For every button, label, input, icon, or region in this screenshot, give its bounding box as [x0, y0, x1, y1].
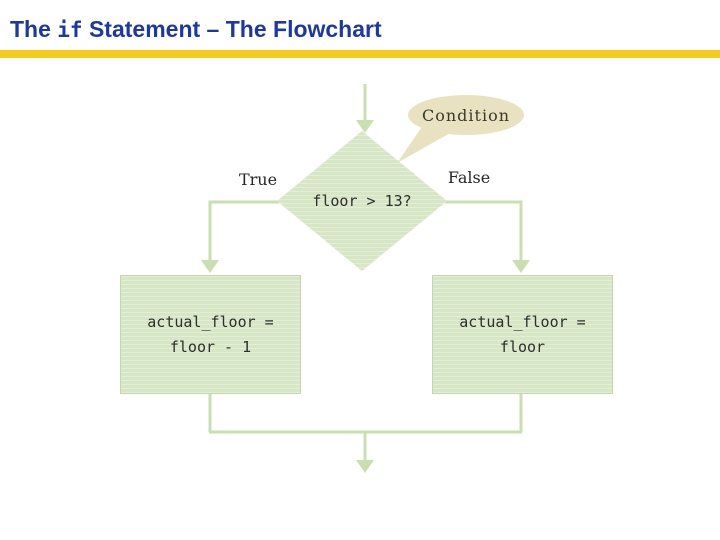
- page-title-prefix: The: [10, 16, 58, 42]
- page-title-keyword-if: if: [57, 18, 83, 42]
- false-branch-process-box: actual_floor = floor: [432, 275, 613, 394]
- false-branch-label: False: [447, 168, 491, 187]
- false-arrowhead: [512, 260, 530, 273]
- false-branch-process-label: actual_floor = floor: [459, 312, 586, 356]
- page-title-suffix: Statement – The Flowchart: [82, 16, 382, 42]
- exit-arrowhead: [356, 460, 374, 473]
- true-branch-process-box: actual_floor = floor - 1: [120, 275, 301, 394]
- condition-callout-label: Condition: [421, 105, 511, 125]
- true-branch-connector: [208, 200, 279, 261]
- true-branch-label: True: [238, 170, 278, 189]
- decision-label: floor > 13?: [312, 192, 412, 210]
- page-title: The if Statement – The Flowchart: [10, 16, 382, 43]
- callout-tail: [397, 124, 452, 163]
- entry-arrowhead: [356, 120, 374, 133]
- true-branch-process-label: actual_floor = floor - 1: [147, 312, 274, 356]
- condition-callout: Condition: [408, 95, 524, 135]
- title-underline-bar: [0, 50, 720, 58]
- false-branch-connector: [445, 200, 523, 261]
- true-arrowhead: [201, 260, 219, 273]
